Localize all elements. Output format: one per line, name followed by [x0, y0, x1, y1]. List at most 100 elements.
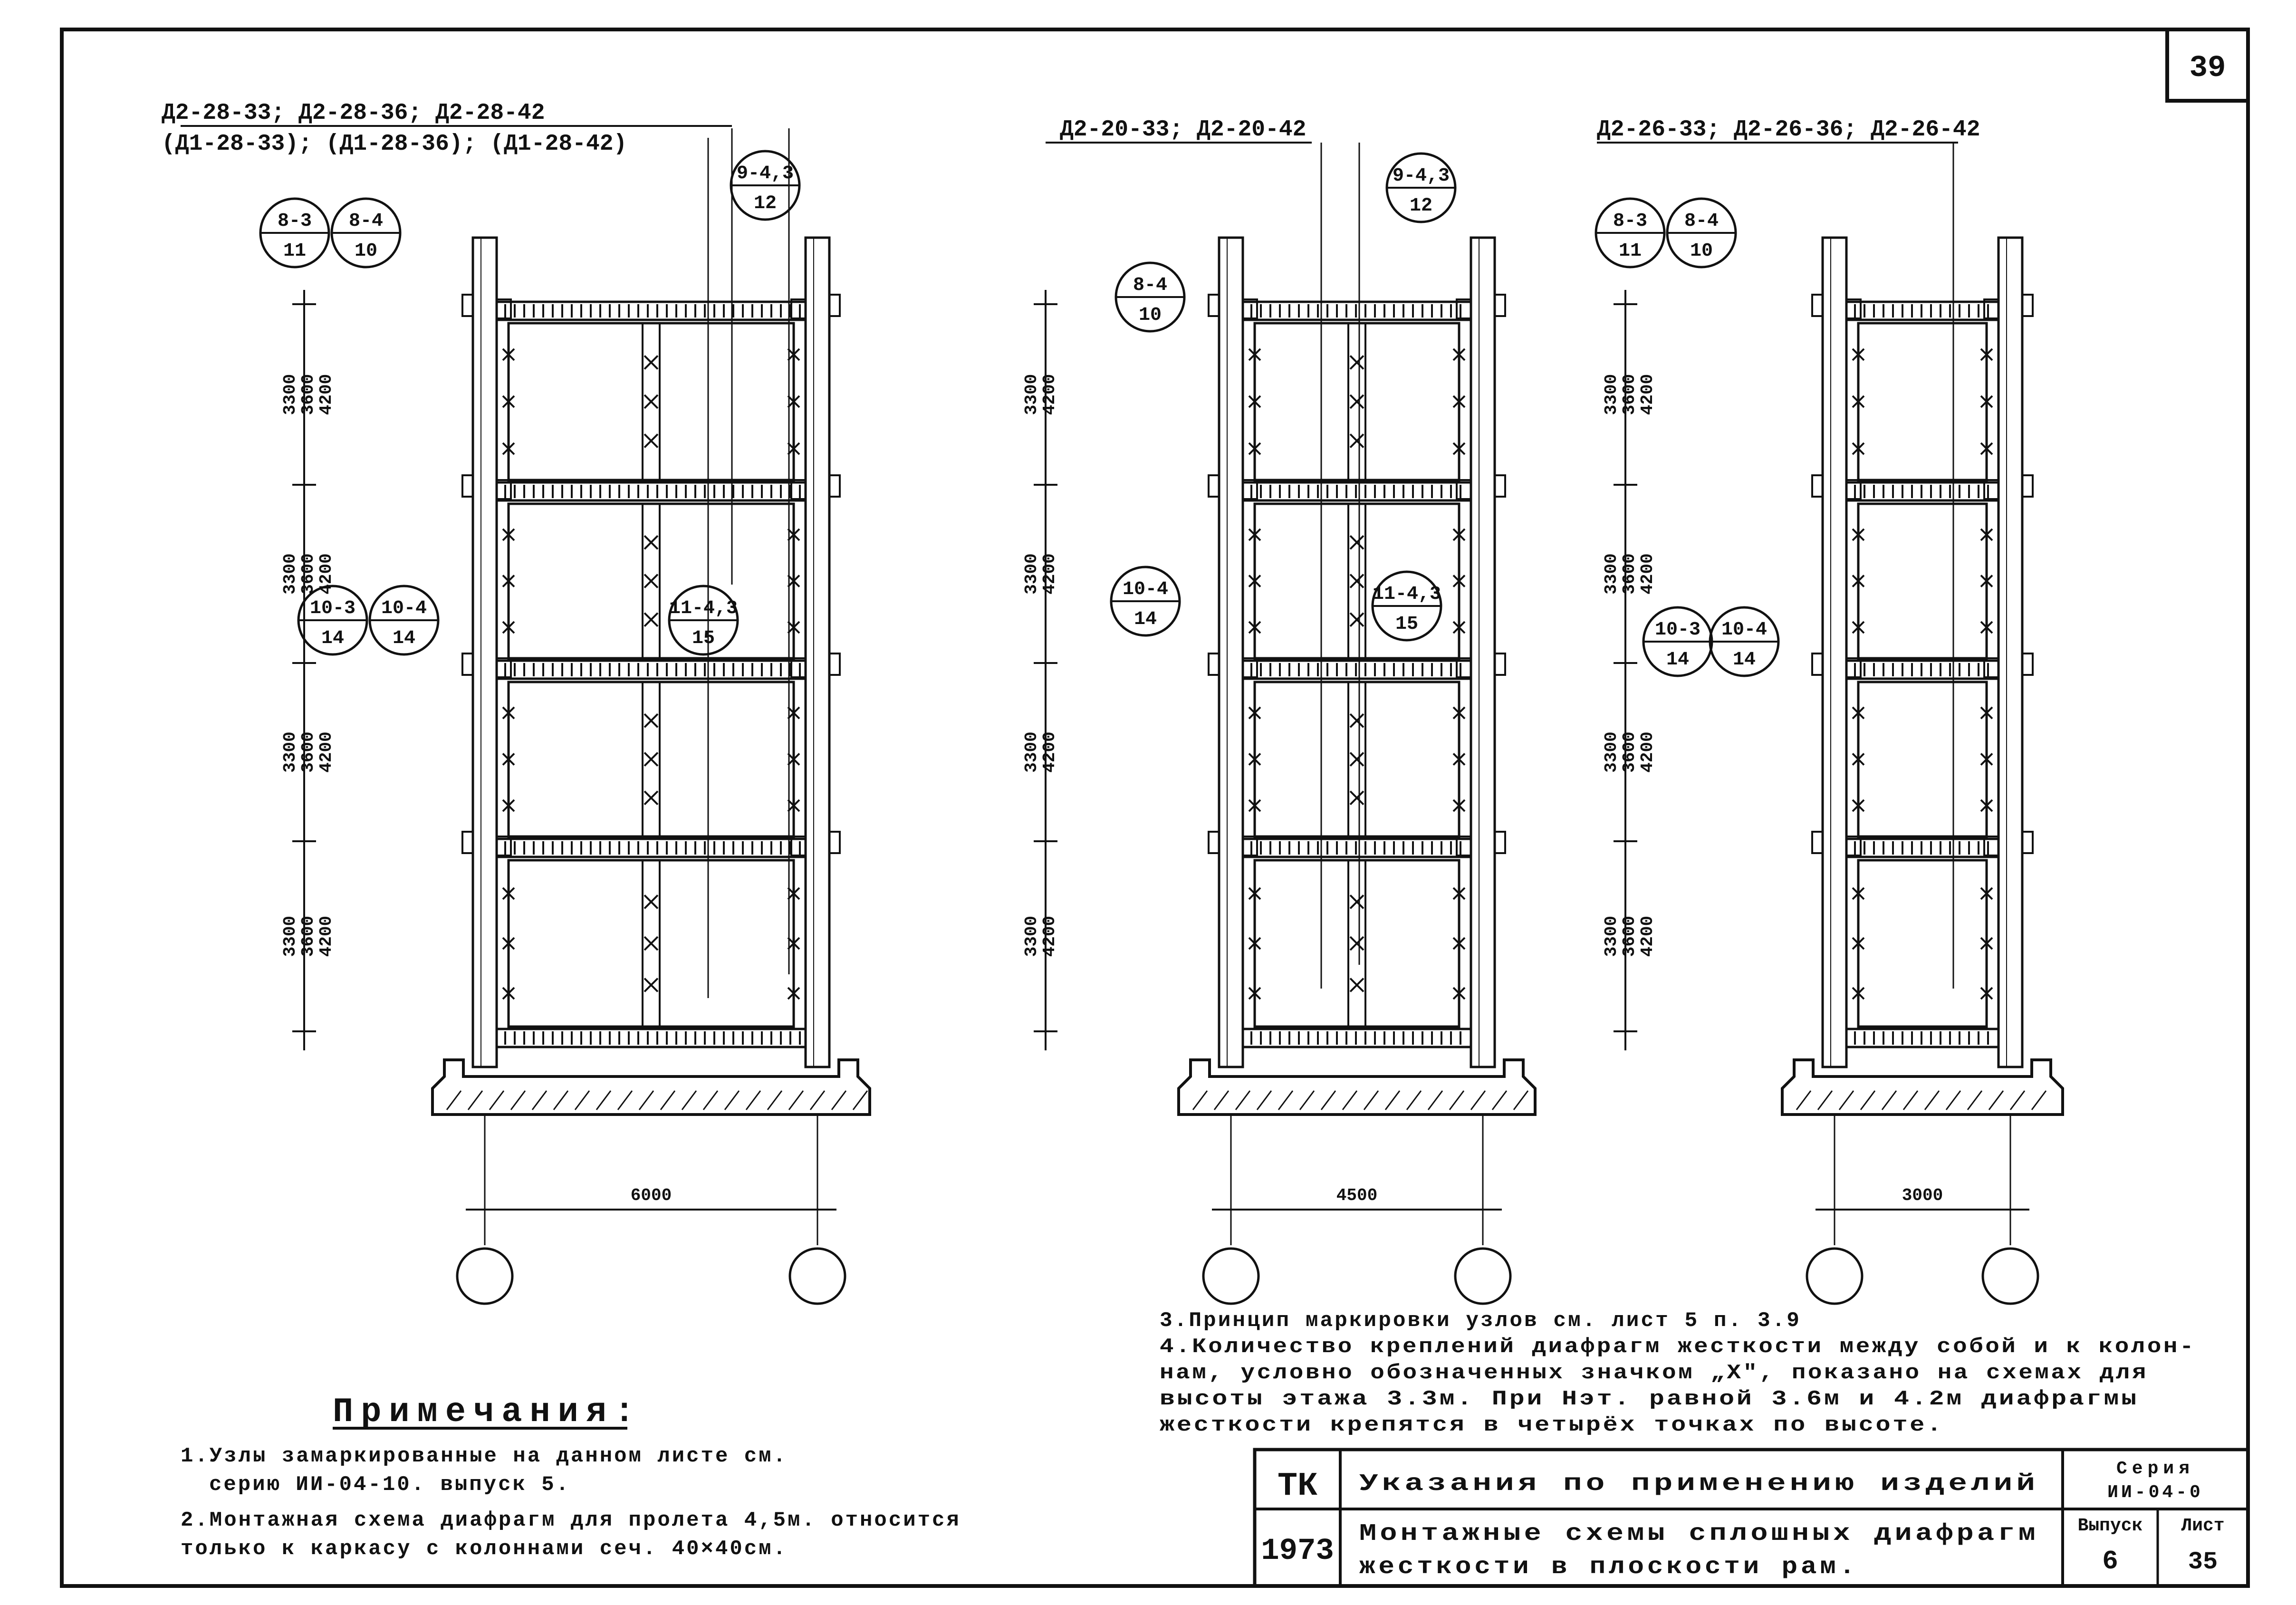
column-console — [2022, 653, 2034, 676]
x-mark — [1852, 887, 1865, 900]
crossbar-beam — [1845, 659, 2000, 680]
frame-scheme-1: Д2-28-33; Д2-28-36; Д2-28-42(Д1-28-33); … — [162, 100, 871, 1305]
note-line-1: 1.Узлы замаркированные на данном листе с… — [181, 1444, 788, 1468]
x-mark — [1248, 799, 1261, 812]
node-tag: 10-4 14 — [368, 585, 440, 656]
foundation-hatch — [1406, 1090, 1422, 1110]
tb-sheet-value: 35 — [2188, 1548, 2218, 1576]
x-mark — [787, 887, 800, 900]
foundation-hatch — [1881, 1090, 1897, 1110]
x-mark — [1349, 394, 1364, 409]
x-mark — [1248, 621, 1261, 634]
foundation-hatch — [1278, 1090, 1294, 1110]
foundation-hatch — [1838, 1090, 1854, 1110]
column-corbel — [1846, 657, 1862, 678]
crossbar-beam — [1241, 659, 1472, 680]
crossbar-beam — [1241, 837, 1472, 858]
x-mark — [1980, 528, 1993, 541]
left-column — [1821, 236, 1848, 1068]
tb-issue-label: Выпуск — [2078, 1516, 2143, 1536]
x-mark — [1980, 442, 1993, 455]
frame-header-line: Д2-26-33; Д2-26-36; Д2-26-42 — [1597, 117, 1980, 143]
x-mark — [1852, 575, 1865, 587]
foundation-hatch — [1967, 1090, 1983, 1110]
column-console — [829, 653, 841, 676]
node-tag: 11-4,3 15 — [668, 585, 739, 656]
storey-height-label: 3300 — [280, 374, 300, 415]
storey-height-label: 3300 — [1022, 731, 1041, 772]
x-mark — [1980, 621, 1993, 634]
foundation-hatch — [1945, 1090, 1961, 1110]
x-mark — [502, 937, 515, 950]
node-tag-top: 8-3 — [1613, 211, 1647, 232]
node-tag-top: 11-4,3 — [669, 598, 738, 619]
foundation-hatch — [1213, 1090, 1230, 1110]
x-mark — [1248, 442, 1261, 455]
x-mark — [1248, 395, 1261, 408]
column-console — [1208, 474, 1219, 498]
diaphragm-panel — [1857, 502, 1988, 660]
x-mark — [1852, 799, 1865, 812]
x-mark — [1349, 752, 1364, 767]
page-number: 39 — [2190, 51, 2226, 86]
foundation-hatch — [1449, 1090, 1465, 1110]
foundation-hatch — [1363, 1090, 1379, 1110]
x-mark — [1248, 528, 1261, 541]
panel-joint — [1347, 681, 1366, 837]
x-mark — [644, 433, 659, 448]
node-tag-bottom: 15 — [692, 628, 715, 649]
node-tag-top: 8-4 — [349, 211, 383, 232]
storey-height-label: 4200 — [317, 916, 336, 957]
x-mark — [1248, 575, 1261, 587]
x-mark — [1349, 433, 1364, 448]
frame-schemes: Д2-28-33; Д2-28-36; Д2-28-42(Д1-28-33); … — [162, 100, 2064, 1305]
node-tag: 10-314 — [1642, 606, 1713, 677]
x-mark — [787, 621, 800, 634]
foundation-hatch — [596, 1090, 612, 1110]
node-tag-bottom: 14 — [321, 628, 344, 649]
storey-height-label: 3600 — [298, 553, 318, 594]
foundation-hatch — [489, 1090, 505, 1110]
storey-height-label: 3300 — [1602, 374, 1621, 415]
x-mark — [1852, 395, 1865, 408]
node-tag: 8-410 — [330, 197, 402, 269]
node-tag: 8-311 — [1595, 197, 1666, 269]
panel-joint — [1347, 503, 1366, 659]
column-console — [461, 831, 473, 854]
x-mark — [502, 528, 515, 541]
x-mark — [502, 575, 515, 587]
span-dimension: 3000 — [1902, 1186, 1943, 1205]
tb-title-2: Монтажные схемы сплошных диафрагм — [1359, 1520, 2039, 1547]
storey-height-label: 4200 — [317, 374, 336, 415]
storey-height-label: 3300 — [1022, 374, 1041, 415]
node-tag-bottom: 14 — [393, 628, 415, 649]
foundation-hatch — [2031, 1090, 2047, 1110]
axis-circle — [1454, 1247, 1512, 1305]
x-mark — [644, 394, 659, 409]
crossbar-beam — [1241, 1028, 1472, 1048]
x-mark — [1980, 395, 1993, 408]
notes-block-right: 3.Принцип маркировки узлов см. лист 5 п.… — [1160, 1309, 2194, 1437]
node-tag: 11-4,315 — [1371, 570, 1442, 642]
x-mark — [1452, 706, 1466, 720]
node-tag-top: 10-4 — [381, 598, 427, 619]
x-mark — [1980, 753, 1993, 766]
frame-header-line: (Д1-28-33); (Д1-28-36); (Д1-28-42) — [162, 131, 627, 157]
note-line-9: жесткости крепятся в четырёх точках по в… — [1160, 1413, 1944, 1437]
foundation-hatch — [2009, 1090, 2026, 1110]
tb-series-value: ИИ-04-0 — [2107, 1482, 2203, 1503]
foundation-hatch — [467, 1090, 483, 1110]
node-tag-top: 8-4 — [1684, 211, 1719, 232]
crossbar-beam — [1241, 481, 1472, 502]
foundation-beam — [1177, 1058, 1537, 1116]
foundation-hatch — [1924, 1090, 1940, 1110]
foundation-hatch — [767, 1090, 783, 1110]
node-tag-top: 8-4 — [1133, 275, 1167, 296]
storey-height-label: 4200 — [1040, 553, 1059, 594]
column-corbel — [1983, 657, 1998, 678]
node-tag-bottom: 14 — [1733, 649, 1756, 671]
x-mark — [1452, 887, 1466, 900]
notes-title: Примечания: — [333, 1393, 642, 1432]
foundation-hatch — [809, 1090, 826, 1110]
storey-height-label: 3600 — [298, 731, 318, 772]
